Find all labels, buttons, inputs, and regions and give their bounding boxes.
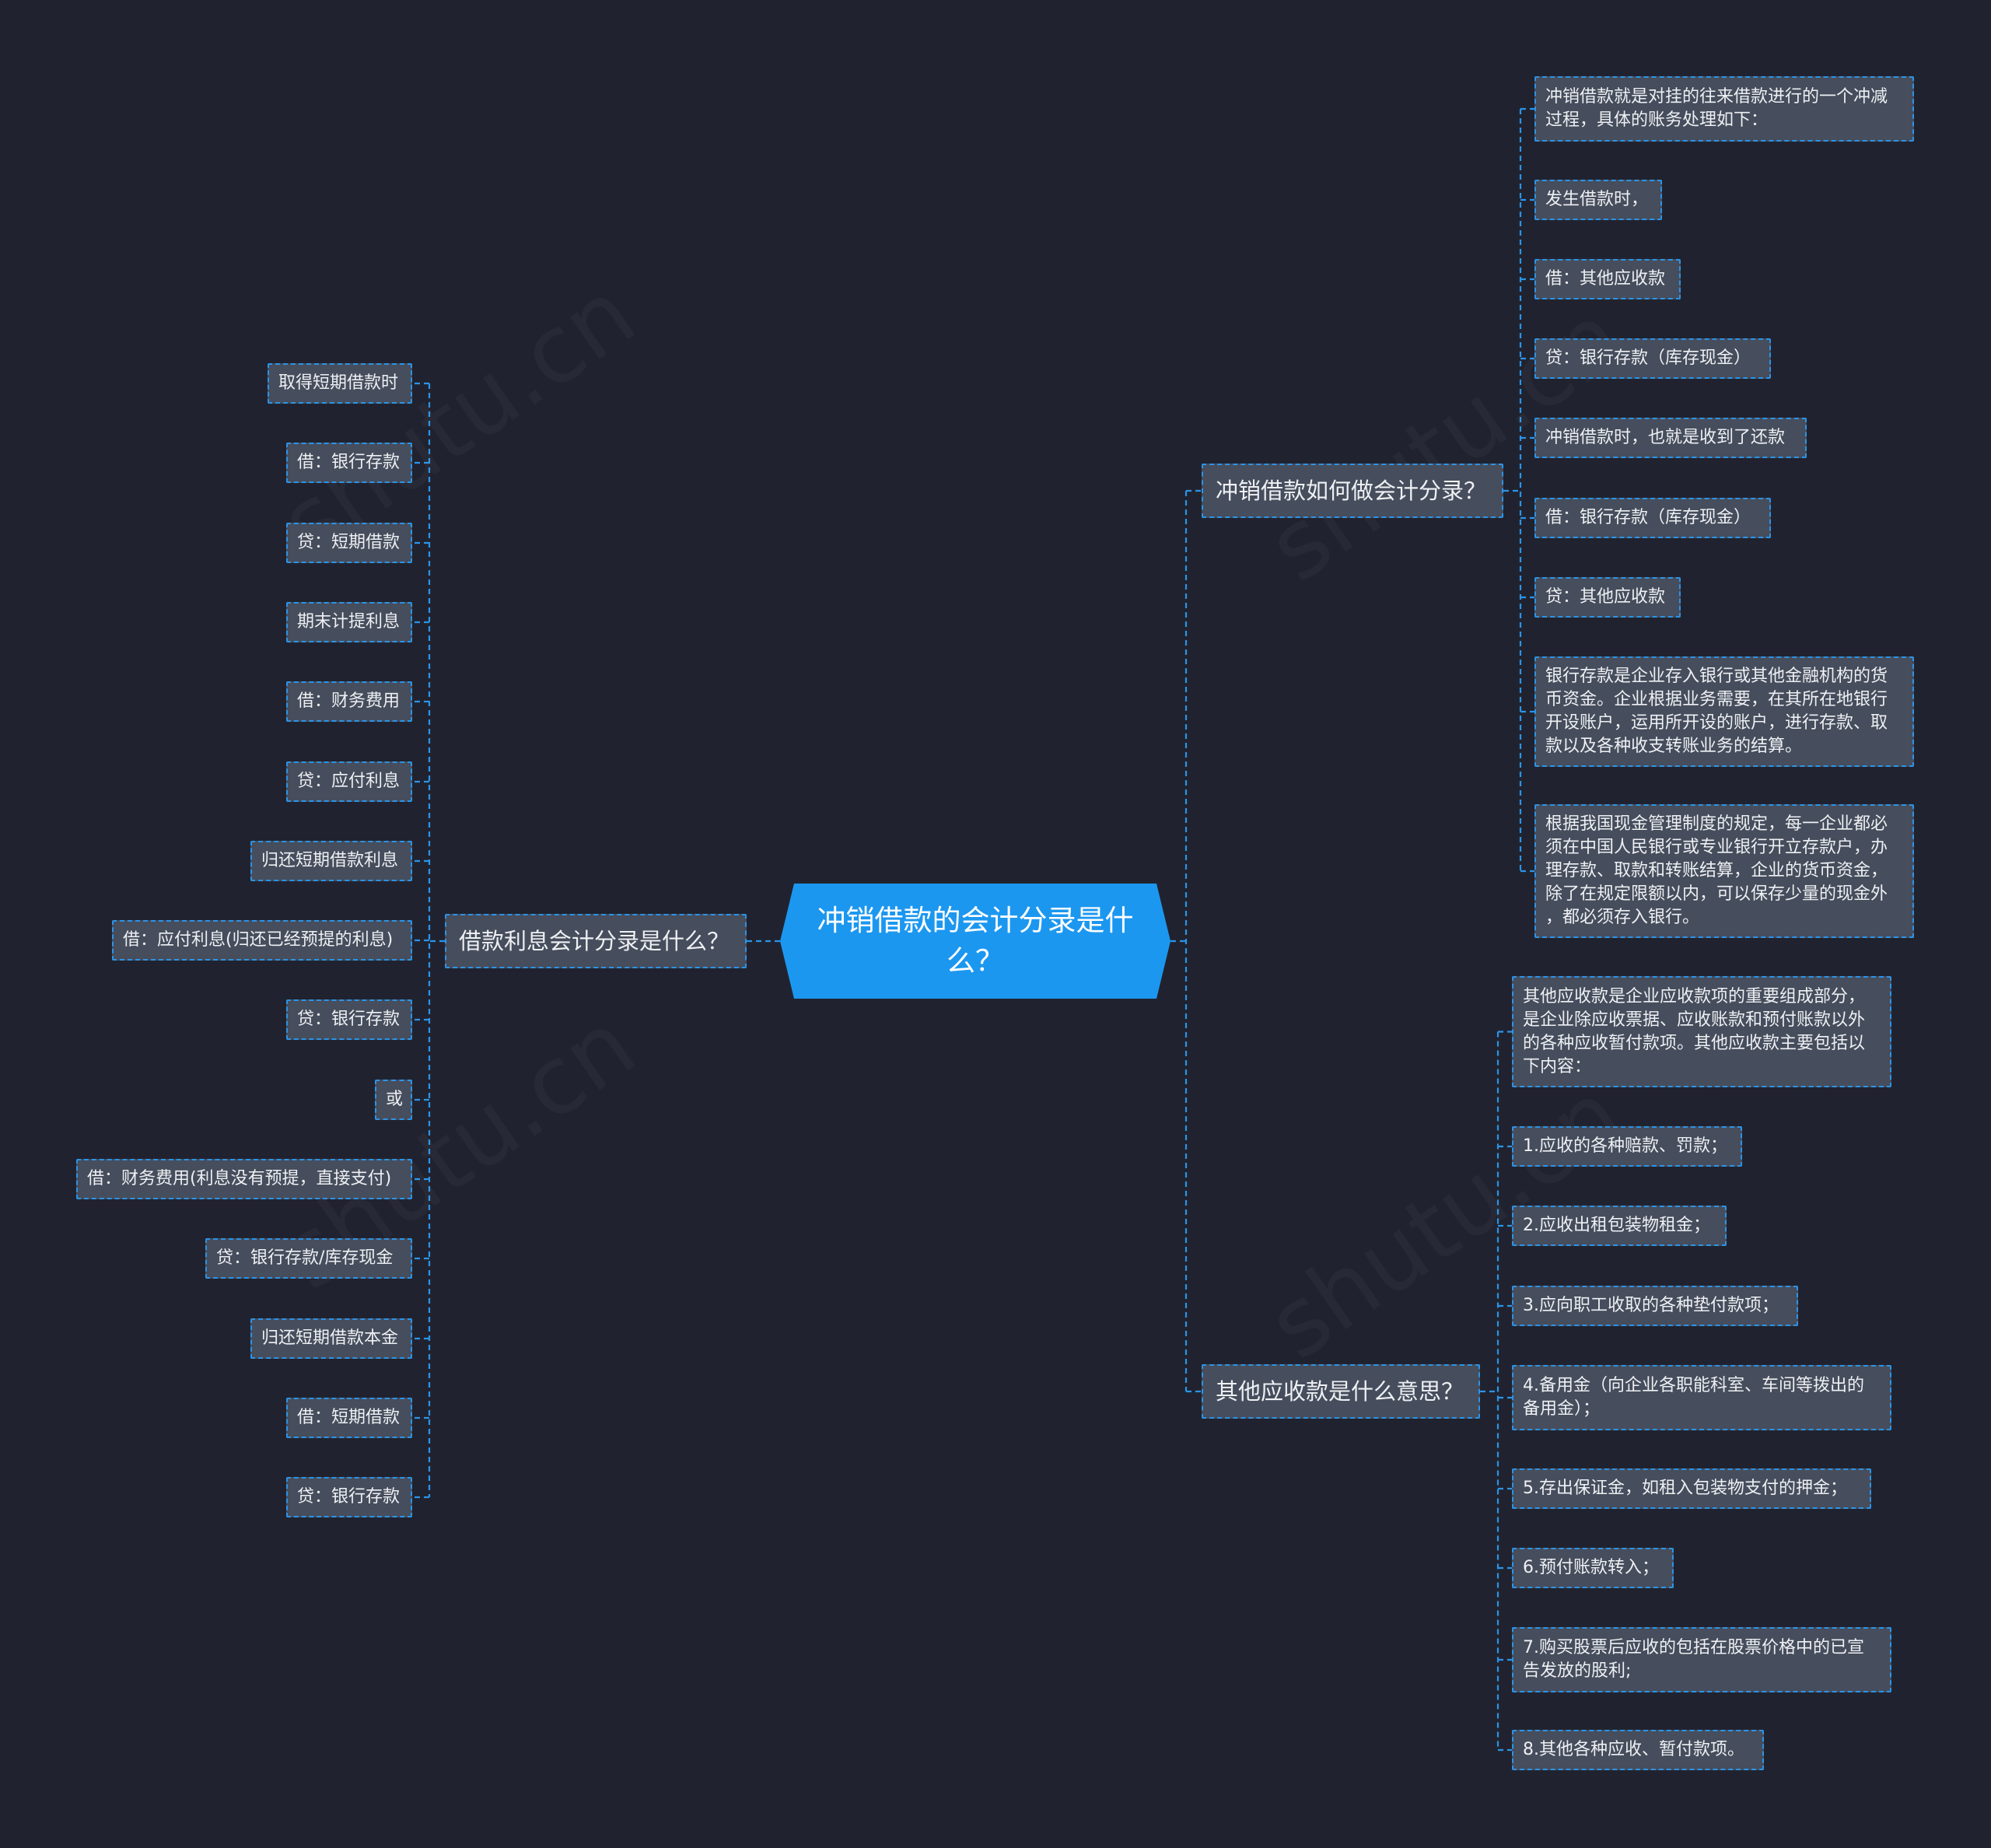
- leaf-label: 6.预付账款转入；: [1523, 1558, 1659, 1577]
- branch-label: 冲销借款如何做会计分录？: [1216, 478, 1487, 504]
- leaf-label: 冲销借款就是对挂的往来借款进行的一个冲减 过程，具体的账务处理如下：: [1545, 87, 1888, 130]
- leaf-node[interactable]: 贷：银行存款: [286, 999, 412, 1040]
- leaf-node[interactable]: 8.其他各种应收、暂付款项。: [1512, 1730, 1764, 1770]
- leaf-label: 贷：短期借款: [297, 533, 401, 552]
- leaf-label: 或: [386, 1090, 404, 1109]
- leaf-node[interactable]: 6.预付账款转入；: [1512, 1548, 1674, 1588]
- leaf-label: 借：其他应收款: [1545, 269, 1666, 289]
- branch-interest-entries[interactable]: 借款利息会计分录是什么？: [445, 914, 747, 968]
- leaf-node[interactable]: 取得短期借款时: [268, 363, 412, 404]
- leaf-node[interactable]: 或: [375, 1080, 412, 1120]
- leaf-label: 8.其他各种应收、暂付款项。: [1523, 1740, 1744, 1759]
- leaf-label: 发生借款时，: [1545, 190, 1649, 209]
- leaf-node[interactable]: 借：财务费用(利息没有预提，直接支付): [76, 1159, 412, 1199]
- leaf-node[interactable]: 4.备用金（向企业各职能科室、车间等拨出的 备用金）；: [1512, 1365, 1891, 1430]
- leaf-label: 取得短期借款时: [278, 373, 399, 393]
- leaf-node[interactable]: 借：短期借款: [286, 1398, 412, 1438]
- branch-label: 借款利息会计分录是什么？: [459, 928, 730, 954]
- leaf-label: 其他应收款是企业应收款项的重要组成部分， 是企业除应收票据、应收账款和预付账款以…: [1523, 986, 1866, 1076]
- leaf-node[interactable]: 贷：其他应收款: [1534, 577, 1681, 618]
- leaf-node[interactable]: 归还短期借款本金: [250, 1318, 412, 1359]
- branch-other-receivables[interactable]: 其他应收款是什么意思？: [1202, 1364, 1480, 1419]
- leaf-node[interactable]: 5.存出保证金，如租入包装物支付的押金；: [1512, 1468, 1871, 1509]
- leaf-node[interactable]: 1.应收的各种赔款、罚款；: [1512, 1126, 1742, 1167]
- leaf-node[interactable]: 冲销借款就是对挂的往来借款进行的一个冲减 过程，具体的账务处理如下：: [1534, 76, 1914, 142]
- leaf-node[interactable]: 银行存款是企业存入银行或其他金融机构的货 币资金。企业根据业务需要，在其所在地银…: [1534, 656, 1914, 767]
- leaf-label: 期末计提利息: [297, 612, 401, 632]
- leaf-node[interactable]: 冲销借款时，也就是收到了还款: [1534, 418, 1807, 458]
- leaf-label: 归还短期借款本金: [261, 1328, 399, 1348]
- leaf-node[interactable]: 贷：银行存款/库存现金: [205, 1238, 412, 1279]
- leaf-node[interactable]: 2.应收出租包装物租金；: [1512, 1206, 1727, 1246]
- leaf-label: 2.应收出租包装物租金；: [1523, 1216, 1710, 1235]
- leaf-label: 借：短期借款: [297, 1408, 401, 1427]
- leaf-node[interactable]: 归还短期借款利息: [250, 841, 412, 881]
- leaf-node[interactable]: 7.购买股票后应收的包括在股票价格中的已宣 告发放的股利;: [1512, 1627, 1891, 1692]
- leaf-node[interactable]: 贷：银行存款（库存现金）: [1534, 338, 1771, 379]
- leaf-label: 贷：银行存款/库存现金: [216, 1248, 394, 1268]
- leaf-label: 借：财务费用(利息没有预提，直接支付): [87, 1169, 392, 1188]
- leaf-node[interactable]: 借：应付利息(归还已经预提的利息): [112, 920, 412, 961]
- leaf-label: 借：应付利息(归还已经预提的利息): [123, 930, 394, 950]
- leaf-label: 贷：应付利息: [297, 772, 401, 791]
- leaf-label: 7.购买股票后应收的包括在股票价格中的已宣 告发放的股利;: [1523, 1638, 1864, 1681]
- leaf-node[interactable]: 期末计提利息: [286, 602, 412, 642]
- leaf-label: 银行存款是企业存入银行或其他金融机构的货 币资金。企业根据业务需要，在其所在地银…: [1545, 667, 1888, 756]
- leaf-label: 贷：其他应收款: [1545, 587, 1666, 607]
- leaf-node[interactable]: 借：银行存款: [286, 443, 412, 483]
- leaf-label: 3.应向职工收取的各种垫付款项；: [1523, 1296, 1779, 1315]
- leaf-node[interactable]: 3.应向职工收取的各种垫付款项；: [1512, 1286, 1798, 1326]
- leaf-node[interactable]: 根据我国现金管理制度的规定，每一企业都必 须在中国人民银行或专业银行开立存款户，…: [1534, 804, 1914, 938]
- leaf-label: 4.备用金（向企业各职能科室、车间等拨出的 备用金）；: [1523, 1376, 1864, 1419]
- leaf-label: 根据我国现金管理制度的规定，每一企业都必 须在中国人民银行或专业银行开立存款户，…: [1545, 814, 1888, 927]
- branch-label: 其他应收款是什么意思？: [1216, 1378, 1464, 1405]
- leaf-label: 贷：银行存款: [297, 1487, 401, 1507]
- leaf-label: 贷：银行存款（库存现金）: [1545, 348, 1751, 368]
- leaf-node[interactable]: 贷：短期借款: [286, 523, 412, 563]
- root-topic[interactable]: 冲销借款的会计分录是什 么？: [780, 884, 1170, 999]
- leaf-label: 借：银行存款: [297, 453, 401, 472]
- leaf-label: 1.应收的各种赔款、罚款；: [1523, 1136, 1727, 1156]
- branch-journal-entries[interactable]: 冲销借款如何做会计分录？: [1202, 464, 1503, 518]
- leaf-label: 借：财务费用: [297, 691, 401, 711]
- leaf-label: 归还短期借款利息: [261, 851, 399, 870]
- leaf-label: 贷：银行存款: [297, 1010, 401, 1029]
- leaf-label: 借：银行存款（库存现金）: [1545, 508, 1751, 527]
- leaf-node[interactable]: 贷：应付利息: [286, 761, 412, 802]
- leaf-node[interactable]: 借：其他应收款: [1534, 259, 1681, 299]
- leaf-node[interactable]: 借：银行存款（库存现金）: [1534, 498, 1771, 538]
- leaf-label: 5.存出保证金，如租入包装物支付的押金；: [1523, 1479, 1847, 1498]
- root-topic-label: 冲销借款的会计分录是什 么？: [817, 904, 1134, 978]
- leaf-node[interactable]: 发生借款时，: [1534, 180, 1662, 220]
- leaf-node[interactable]: 贷：银行存款: [286, 1477, 412, 1517]
- leaf-label: 冲销借款时，也就是收到了还款: [1545, 428, 1786, 447]
- leaf-node[interactable]: 其他应收款是企业应收款项的重要组成部分， 是企业除应收票据、应收账款和预付账款以…: [1512, 976, 1891, 1087]
- leaf-node[interactable]: 借：财务费用: [286, 681, 412, 722]
